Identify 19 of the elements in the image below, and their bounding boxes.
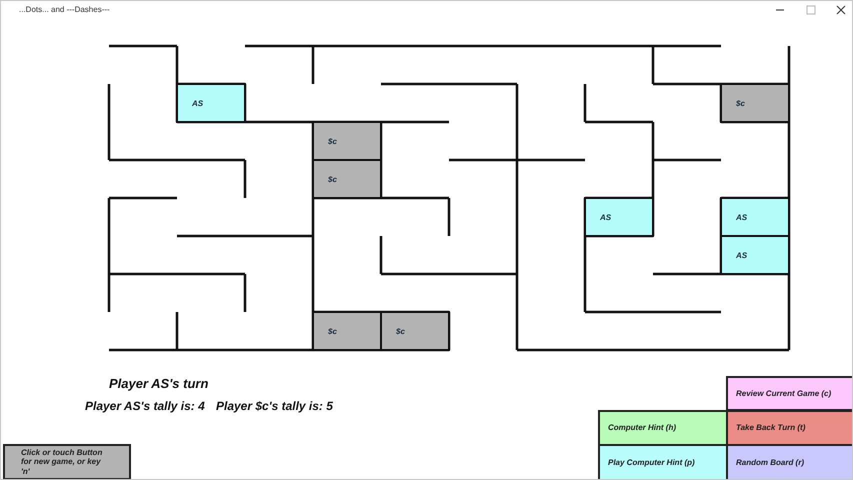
claimed-square: AS	[720, 197, 790, 237]
status-text: Player AS's turn	[109, 376, 208, 391]
claimed-square: AS	[584, 197, 654, 237]
status-text: Player $c's tally is: 5	[216, 399, 333, 413]
claimed-square: $c	[312, 159, 382, 199]
menu-button: Review Current Game (c)	[726, 376, 852, 411]
status-text: Player AS's tally is: 4	[85, 399, 205, 413]
menu-button: Play Computer Hint (p)	[598, 444, 728, 479]
claimed-square: $c	[720, 83, 790, 123]
claimed-square: $c	[380, 311, 450, 351]
claimed-square: $c	[312, 121, 382, 161]
menu-button: Computer Hint (h)	[598, 410, 728, 446]
claimed-square: AS	[176, 83, 246, 123]
window-title: ...Dots... and ---Dashes---	[19, 5, 110, 14]
claimed-square: AS	[720, 235, 790, 275]
menu-button: Take Back Turn (t)	[726, 410, 852, 446]
menu-button: Click or touch Button for new game, or key 'n'	[3, 444, 131, 479]
menu-button: Random Board (r)	[726, 444, 852, 479]
claimed-square: $c	[312, 311, 382, 351]
